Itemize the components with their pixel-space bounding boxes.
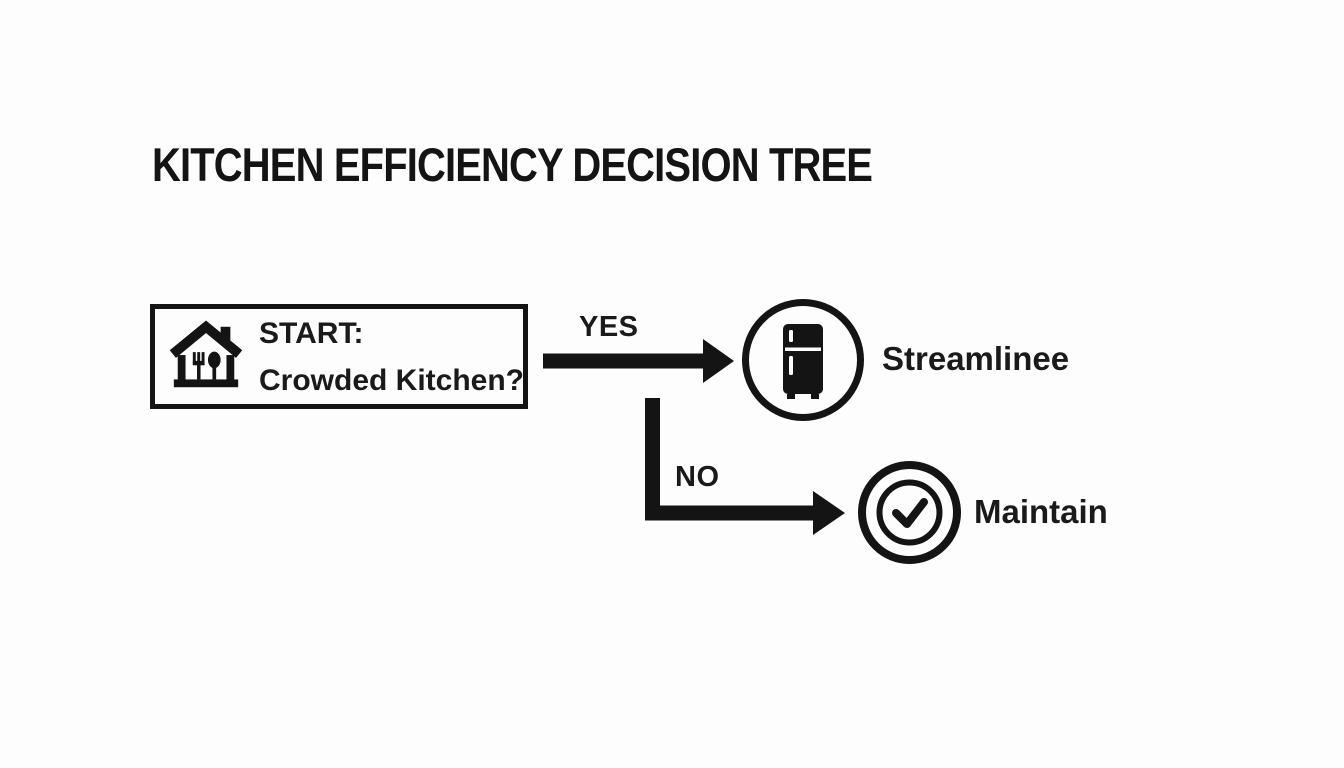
yes-arrow bbox=[543, 339, 734, 383]
start-label-line2: Crowded Kitchen? bbox=[259, 363, 525, 397]
refrigerator-icon bbox=[783, 324, 823, 399]
page-title: KITCHEN EFFICIENCY DECISION TREE bbox=[152, 138, 873, 191]
check-circle-icon bbox=[876, 479, 943, 546]
start-node: START: Crowded Kitchen? bbox=[150, 304, 528, 409]
start-label-line1: START: bbox=[259, 316, 364, 350]
streamline-node bbox=[742, 299, 864, 421]
house-utensils-icon bbox=[169, 319, 243, 387]
maintain-node bbox=[858, 461, 961, 564]
yes-branch-label: YES bbox=[579, 311, 639, 343]
no-branch-label: NO bbox=[675, 461, 720, 493]
streamline-label: Streamlinee bbox=[882, 340, 1070, 377]
maintain-label: Maintain bbox=[974, 493, 1108, 530]
